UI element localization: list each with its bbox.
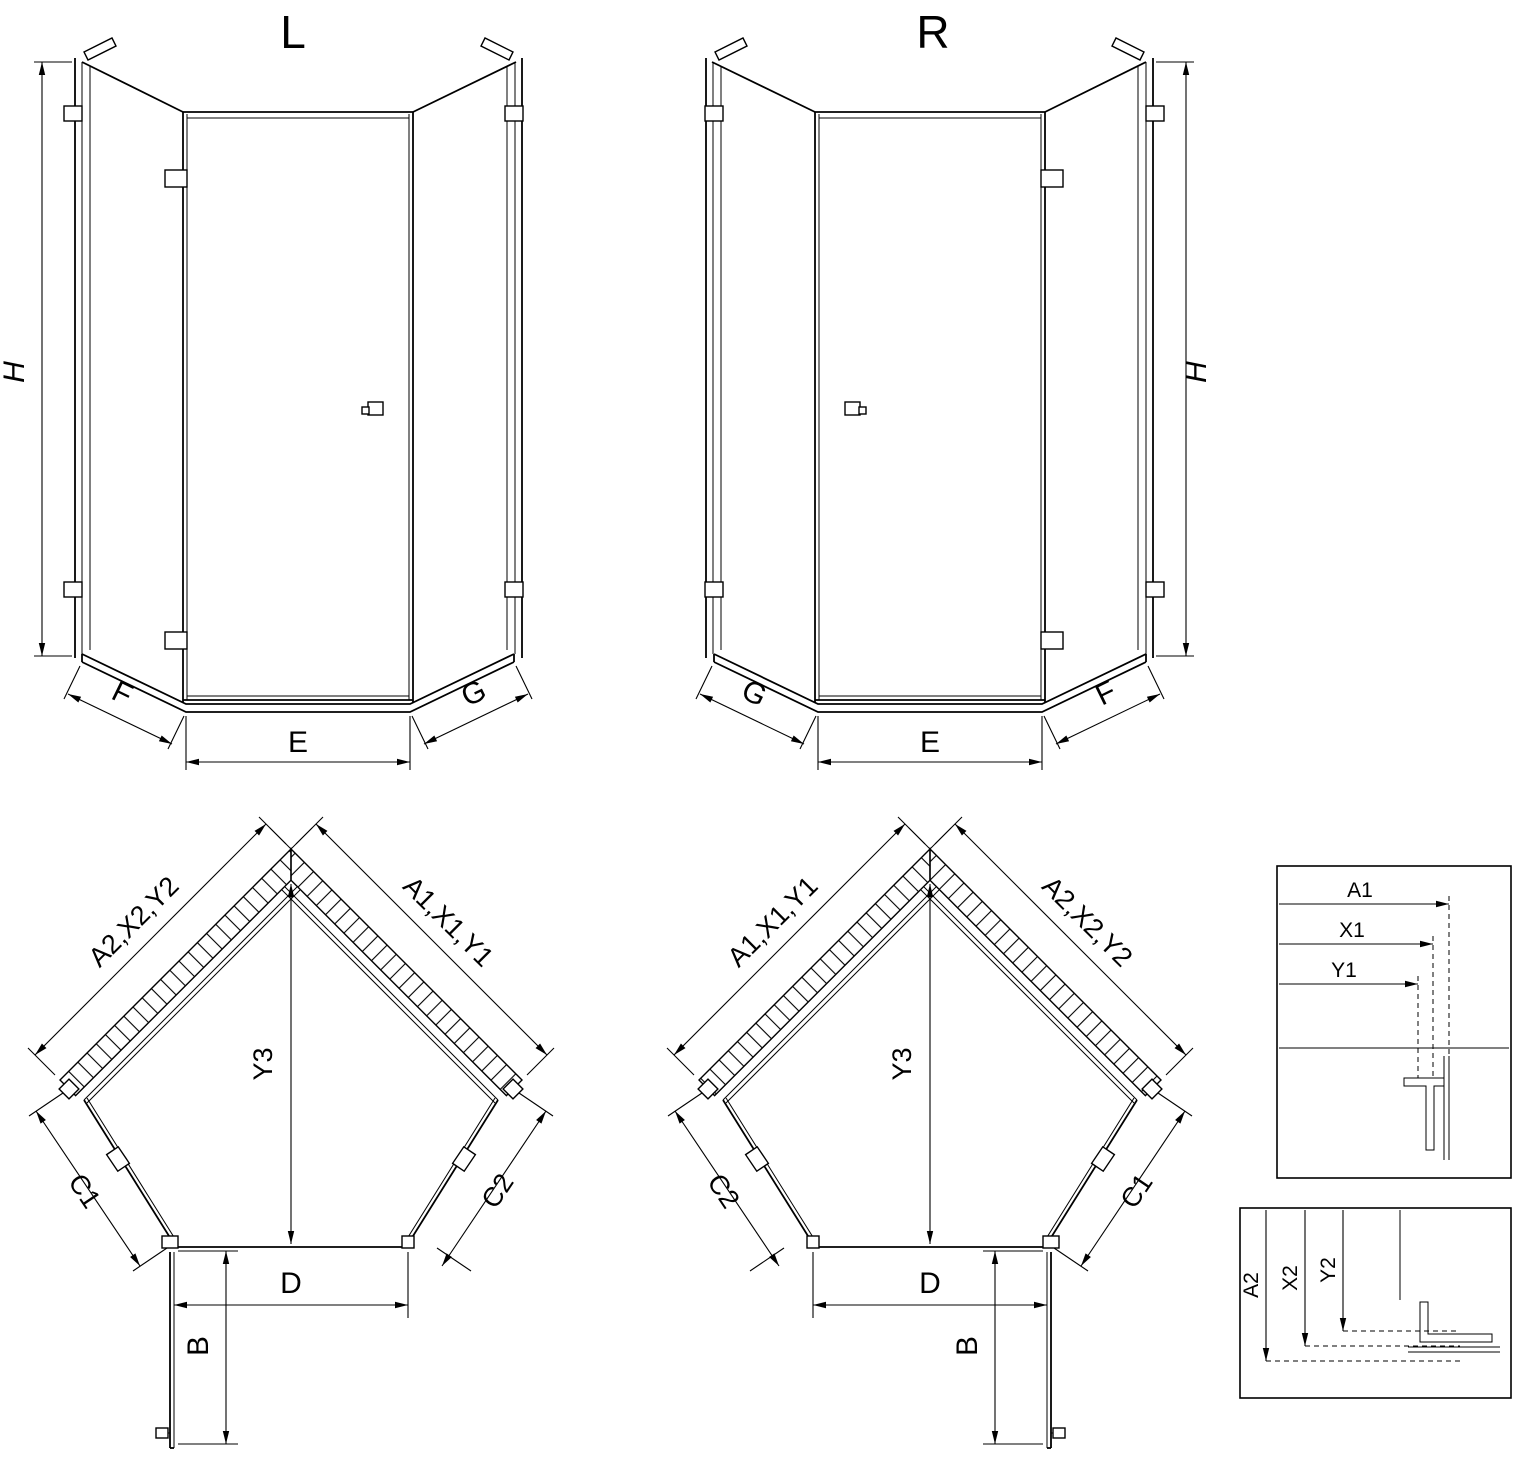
door-hinge-icon bbox=[164, 631, 188, 650]
door-hinge-icon bbox=[1040, 631, 1064, 650]
door-handle-icon bbox=[844, 401, 861, 416]
wall-clamp-icon bbox=[1145, 581, 1165, 598]
dim-label-wall-left: A1,X1,Y1 bbox=[722, 871, 824, 973]
elevation-right bbox=[704, 37, 1165, 713]
door-hinge-icon bbox=[161, 1235, 179, 1249]
dim-label-h: H bbox=[0, 361, 31, 383]
elevation-left bbox=[63, 37, 524, 713]
wall-clamp-icon bbox=[504, 581, 524, 598]
open-door bbox=[1046, 1252, 1066, 1449]
door-panel bbox=[815, 111, 1045, 701]
wall-bracket-icon bbox=[1111, 37, 1145, 61]
door-hinge-icon bbox=[1040, 169, 1064, 188]
dim-label-wall-right: A2,X2,Y2 bbox=[1036, 871, 1138, 973]
detail-label-a1: A1 bbox=[1347, 879, 1373, 902]
dim-label-b: B bbox=[951, 1336, 984, 1356]
dim-label-d: D bbox=[919, 1267, 941, 1300]
dim-label-wall-right: A1,X1,Y1 bbox=[397, 871, 499, 973]
detail-label-y1: Y1 bbox=[1331, 959, 1357, 982]
dim-label-h: H bbox=[1180, 361, 1213, 383]
glass-profile-detail bbox=[1408, 1301, 1500, 1353]
wall-bracket-icon bbox=[83, 37, 117, 61]
elevation-left-dimensions: H F E G bbox=[0, 61, 533, 770]
wall-clamp-icon bbox=[63, 581, 83, 598]
elevation-right-dimensions: H G E F bbox=[695, 61, 1213, 770]
door-handle-icon bbox=[367, 401, 384, 416]
dim-label-f: F bbox=[1090, 675, 1121, 713]
corner-profile-icon bbox=[502, 1078, 524, 1100]
dim-label-f: F bbox=[107, 675, 138, 713]
variant-left-title: L bbox=[280, 6, 306, 58]
dim-label-e: E bbox=[920, 726, 940, 759]
dim-label-y3: Y3 bbox=[248, 1047, 278, 1080]
detail-panel-top: A1 X1 Y1 bbox=[1276, 865, 1512, 1179]
wall-clamp-icon bbox=[1145, 105, 1165, 122]
door-handle-icon bbox=[1052, 1427, 1066, 1439]
strike-profile-icon bbox=[806, 1235, 820, 1249]
wall-clamp-icon bbox=[63, 105, 83, 122]
dim-label-d: D bbox=[280, 1267, 302, 1300]
wall-clamp-icon bbox=[504, 105, 524, 122]
detail-panel-bottom: A2 X2 Y2 bbox=[1239, 1207, 1512, 1399]
variant-right-title: R bbox=[916, 6, 949, 58]
door-hinge-icon bbox=[1042, 1235, 1060, 1249]
door-hinge-icon bbox=[164, 169, 188, 188]
dim-label-e: E bbox=[288, 726, 308, 759]
corner-profile-icon bbox=[58, 1078, 80, 1100]
wall-bracket-icon bbox=[714, 37, 748, 61]
open-door bbox=[155, 1252, 175, 1449]
shower-tray bbox=[713, 653, 1147, 713]
door-handle-icon bbox=[858, 406, 867, 415]
dim-label-wall-left: A2,X2,Y2 bbox=[83, 871, 185, 973]
wall-clamp-icon bbox=[704, 581, 724, 598]
door-panel bbox=[183, 111, 413, 701]
glass-profile-detail bbox=[1403, 1056, 1450, 1160]
corner-profile-icon bbox=[697, 1078, 719, 1100]
door-handle-icon bbox=[155, 1427, 169, 1439]
detail-label-y2: Y2 bbox=[1317, 1257, 1340, 1283]
shower-tray bbox=[81, 653, 515, 713]
wall-bracket-icon bbox=[480, 37, 514, 61]
dim-label-y3: Y3 bbox=[887, 1047, 917, 1080]
detail-label-x1: X1 bbox=[1339, 919, 1365, 942]
detail-label-a2: A2 bbox=[1240, 1272, 1263, 1298]
strike-profile-icon bbox=[401, 1235, 415, 1249]
dim-label-b: B bbox=[182, 1336, 215, 1356]
wall-clamp-icon bbox=[704, 105, 724, 122]
detail-label-x2: X2 bbox=[1279, 1265, 1302, 1291]
door-handle-icon bbox=[361, 406, 370, 415]
corner-profile-icon bbox=[1141, 1078, 1163, 1100]
